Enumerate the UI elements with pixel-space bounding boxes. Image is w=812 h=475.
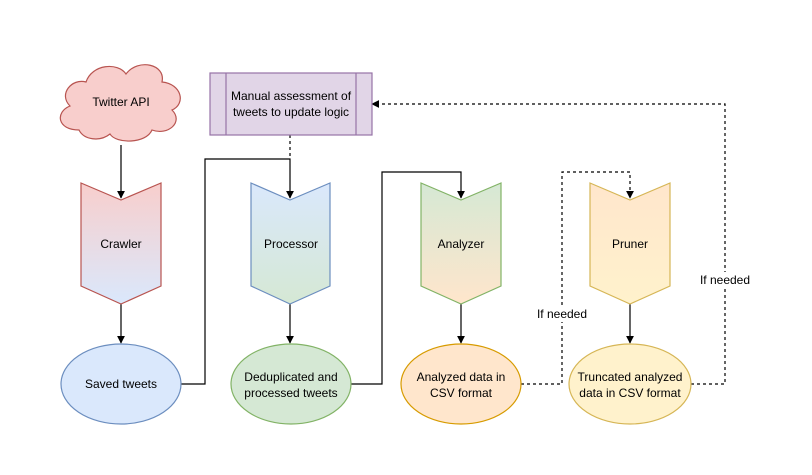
dedup-tweets-node[interactable]: Deduplicated and processed tweets: [230, 343, 352, 425]
analyzed-csv-label-line1: Analyzed data in: [417, 370, 506, 384]
twitter-api-cloud[interactable]: Twitter API: [59, 64, 181, 142]
edge-dedup-to-analyzer: [351, 171, 465, 385]
crawler-label: Crawler: [100, 237, 141, 251]
truncated-csv-node[interactable]: Truncated analyzed data in CSV format: [568, 343, 692, 425]
manual-assessment-label-line2: tweets to update logic: [233, 105, 349, 119]
processor-label: Processor: [264, 237, 318, 251]
manual-assessment-label-line1: Manual assessment of: [231, 89, 352, 103]
processor-stage[interactable]: Processor: [250, 182, 331, 305]
pruner-stage[interactable]: Pruner: [589, 182, 671, 305]
processor-shape: [250, 182, 331, 305]
edge-label-left-text: If needed: [537, 307, 587, 321]
truncated-csv-label-line2: data in CSV format: [579, 386, 681, 400]
edge-truncated-to-manual: [371, 100, 726, 385]
analyzed-csv-label-line2: CSV format: [430, 386, 493, 400]
manual-assessment-rect: [209, 72, 373, 136]
edge-label-if-needed-left: If needed: [532, 306, 592, 322]
twitter-api-label: Twitter API: [92, 95, 149, 109]
saved-tweets-label: Saved tweets: [85, 377, 157, 391]
analyzer-stage[interactable]: Analyzer: [420, 182, 502, 305]
edge-label-left-bg: [532, 306, 592, 322]
dedup-tweets-ellipse: [230, 343, 352, 425]
crawler-stage[interactable]: Crawler: [80, 182, 162, 305]
pruner-label: Pruner: [612, 237, 648, 251]
analyzed-csv-node[interactable]: Analyzed data in CSV format: [400, 343, 522, 425]
edge-label-right-text: If needed: [700, 273, 750, 287]
edge-saved-to-processor: [181, 158, 294, 385]
edge-label-right-bg: [695, 272, 755, 288]
dedup-tweets-label-line1: Deduplicated and: [244, 370, 337, 384]
truncated-csv-label-line1: Truncated analyzed: [578, 370, 683, 384]
cloud-shape: [59, 64, 181, 142]
crawler-shape: [80, 182, 162, 305]
saved-tweets-ellipse: [60, 343, 182, 425]
truncated-csv-ellipse: [568, 343, 692, 425]
pruner-shape: [589, 182, 671, 305]
analyzed-csv-ellipse: [400, 343, 522, 425]
saved-tweets-node[interactable]: Saved tweets: [60, 343, 182, 425]
dedup-tweets-label-line2: processed tweets: [244, 386, 337, 400]
manual-assessment-box[interactable]: Manual assessment of tweets to update lo…: [209, 72, 373, 136]
analyzer-shape: [420, 182, 502, 305]
edge-analyzed-to-pruner: [521, 171, 634, 385]
analyzer-label: Analyzer: [438, 237, 485, 251]
edge-label-if-needed-right: If needed: [695, 272, 755, 288]
